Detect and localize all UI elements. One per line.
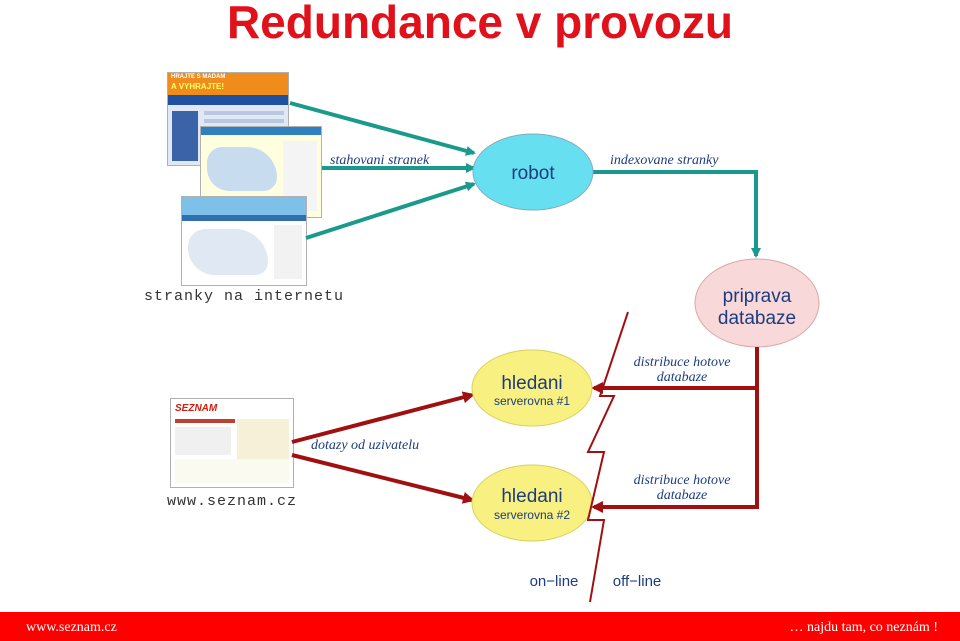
label-distribuce2-line2: databaze (657, 488, 708, 503)
label-distribuce1-line2: databaze (657, 370, 708, 385)
hledani1-label-2: serverovna #1 (494, 394, 570, 408)
hledani2-label-1: hledani (501, 486, 562, 507)
label-distribuce1-line1: distribuce hotove (634, 355, 731, 370)
hledani2-label-2: serverovna #2 (494, 508, 570, 522)
arrow-seznam-to-hledani2 (291, 453, 475, 504)
page-title: Redundance v provozu (226, 0, 734, 48)
webpage-thumbnail-map (181, 196, 307, 286)
label-online: on−line (530, 573, 579, 590)
webpage-thumbnail-promo: HRAJTE S MADAM A VYHRAJTE! (167, 72, 289, 166)
arrow-robot-to-priprava (592, 170, 761, 258)
arrow-seznam-to-hledani1 (291, 391, 475, 444)
priprava-label-1: priprava (723, 286, 792, 307)
arrow-priprava-to-hledani2 (591, 388, 759, 513)
arrow-map-to-robot (305, 181, 476, 240)
label-dotazy-od-uzivatelu: dotazy od uzivatelu (311, 438, 419, 453)
promo-text-1: HRAJTE S MADAM (171, 74, 226, 80)
footer-url: www.seznam.cz (26, 620, 117, 635)
caption-seznam-url: www.seznam.cz (167, 493, 298, 510)
online-offline-divider (586, 311, 629, 603)
robot-node (472, 133, 594, 211)
label-offline: off−line (613, 573, 662, 590)
caption-stranky-na-internetu: stranky na internetu (144, 288, 345, 305)
label-stahovani-stranek: stahovani stranek (330, 153, 430, 168)
hledani1-label-1: hledani (501, 373, 562, 394)
promo-text-2: A VYHRAJTE! (171, 82, 225, 91)
hledani-serverovna1-node (471, 349, 593, 427)
footer-slogan: … najdu tam, co neznám ! (789, 620, 938, 635)
seznam-logo: SEZNAM (175, 403, 218, 414)
webpage-thumbnail-seznam: SEZNAM (170, 398, 294, 488)
footer-bar: www.seznam.cz … najdu tam, co neznám ! (0, 612, 960, 641)
robot-label: robot (511, 163, 555, 184)
arrow-promo-to-robot (289, 101, 476, 156)
label-distribuce2-line1: distribuce hotove (634, 473, 731, 488)
label-indexovane-stranky: indexovane stranky (610, 153, 719, 168)
priprava-label-2: databaze (718, 308, 796, 329)
